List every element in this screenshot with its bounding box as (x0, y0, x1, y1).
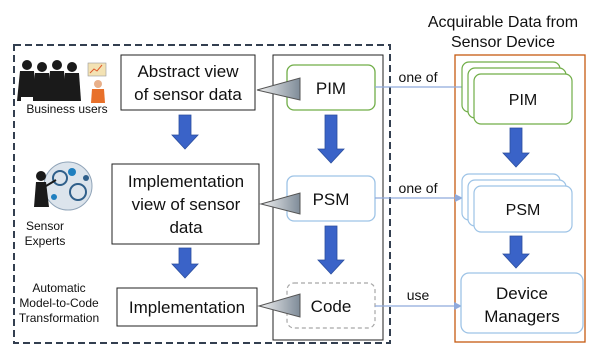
auto-transform-label-line3: Transformation (19, 311, 99, 325)
business-users-icon (17, 60, 107, 103)
psm-connector-label: one of (399, 180, 438, 196)
auto-transform-label-line1: Automatic (32, 281, 85, 295)
pim-label: PIM (316, 79, 346, 98)
right-panel-title-line1: Acquirable Data from (428, 14, 578, 31)
sensor-experts-label-line2: Experts (25, 234, 66, 248)
device-managers-line1: Device (496, 284, 548, 303)
right-panel-title-line2: Sensor Device (451, 34, 555, 51)
down-arrow-model-2 (317, 225, 345, 275)
implementation-box (116, 287, 258, 327)
implementation-view-line2: view of sensor (132, 195, 241, 214)
psm-callout (259, 192, 301, 215)
code-label: Code (311, 297, 352, 316)
auto-transform-label-line2: Model-to-Code (19, 296, 99, 310)
device-pim-label: PIM (509, 92, 537, 109)
code-connector-label: use (407, 287, 430, 303)
device-psm-label: PSM (506, 202, 541, 219)
down-arrow-model-1 (317, 114, 345, 164)
sensor-experts-label-line1: Sensor (26, 219, 64, 233)
psm-label: PSM (313, 190, 350, 209)
outer-dashed-frame (13, 44, 391, 344)
pim-callout (256, 77, 301, 101)
pim-connector-label: one of (399, 69, 438, 85)
abstract-view-box (120, 54, 256, 111)
device-psm-box (473, 185, 573, 233)
down-arrow-left-2 (171, 247, 199, 279)
abstract-view-line2: of sensor data (134, 85, 242, 104)
device-managers-line2: Managers (484, 307, 560, 326)
implementation-view-box (111, 163, 260, 245)
down-arrow-left-1 (171, 114, 199, 150)
implementation-view-line1: Implementation (128, 172, 244, 191)
down-arrow-device-2 (502, 235, 530, 269)
device-pim-box (473, 73, 573, 125)
code-callout (257, 293, 301, 318)
abstract-view-line1: Abstract view (137, 62, 239, 81)
down-arrow-device-1 (502, 127, 530, 168)
business-users-label: Business users (26, 102, 107, 116)
device-managers-box (460, 272, 584, 334)
sensor-experts-icon (34, 161, 93, 211)
implementation-view-line3: data (169, 218, 203, 237)
implementation-label: Implementation (129, 298, 245, 317)
